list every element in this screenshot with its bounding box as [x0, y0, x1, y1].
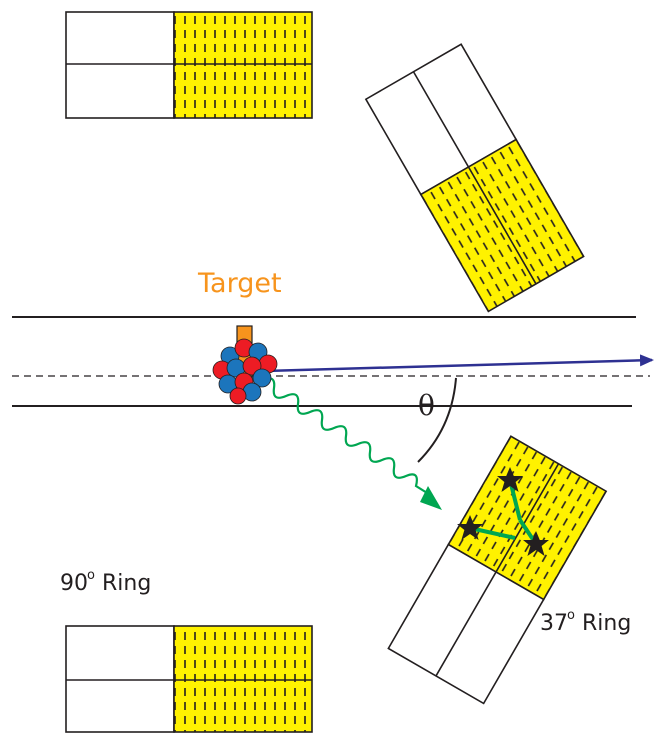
ring-37-word: Ring [582, 611, 631, 636]
ring-37-label: 37 o Ring [540, 608, 631, 636]
detector-90-bottom [65, 625, 313, 733]
ring-90-word: Ring [102, 571, 151, 596]
detector-37-top [364, 43, 585, 313]
nucleus [212, 338, 278, 405]
ring-37-number: 37 [540, 611, 568, 636]
ring-90-degree: o [87, 568, 95, 583]
gamma-ray-arrowhead [420, 486, 442, 510]
interaction-star-1 [497, 467, 523, 492]
gamma-ray-wave [261, 377, 433, 497]
interaction-star-2 [457, 515, 483, 540]
target-label: Target [197, 268, 282, 299]
beam-arrow [264, 354, 654, 373]
ring-90-number: 90 [60, 571, 88, 596]
detector-90-top [65, 11, 313, 119]
ring-90-label: 90 o Ring [60, 568, 151, 596]
ring-37-degree: o [567, 608, 575, 623]
theta-label: θ [418, 389, 435, 422]
interaction-star-3 [523, 531, 549, 556]
detector-37-bottom [387, 435, 608, 705]
theta-arc [417, 377, 457, 463]
